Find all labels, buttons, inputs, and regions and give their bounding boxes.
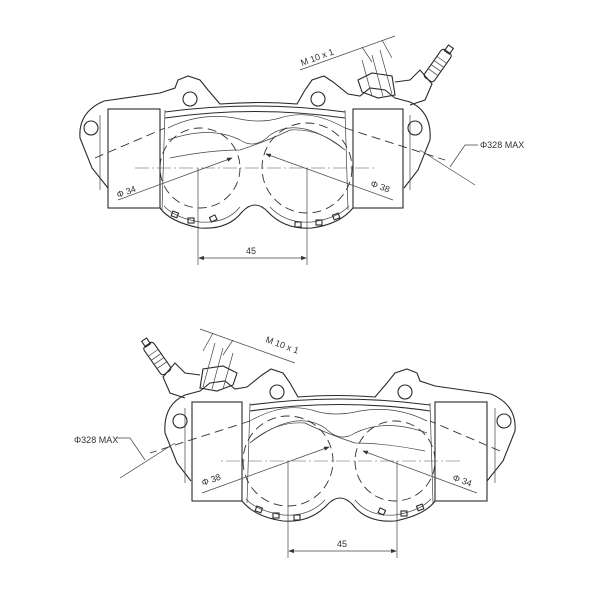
thread-label: M 10 x 1: [299, 47, 335, 68]
disc-diameter-label: Φ328 MAX: [480, 140, 524, 150]
thread-label: M 10 x 1: [264, 334, 300, 355]
piston-left-diameter-label: Φ 38: [200, 472, 222, 488]
piston-right-diameter-label: Φ 38: [369, 178, 391, 194]
caliper-bottom-view: [117, 329, 515, 558]
piston-right-diameter-label: Φ 34: [451, 472, 473, 488]
disc-diameter-label: Φ328 MAX: [74, 435, 118, 445]
piston-left-diameter-label: Φ 34: [115, 184, 137, 200]
caliper-top-view: [80, 36, 478, 265]
piston-spacing-label: 45: [337, 539, 347, 549]
piston-spacing-label: 45: [246, 246, 256, 256]
